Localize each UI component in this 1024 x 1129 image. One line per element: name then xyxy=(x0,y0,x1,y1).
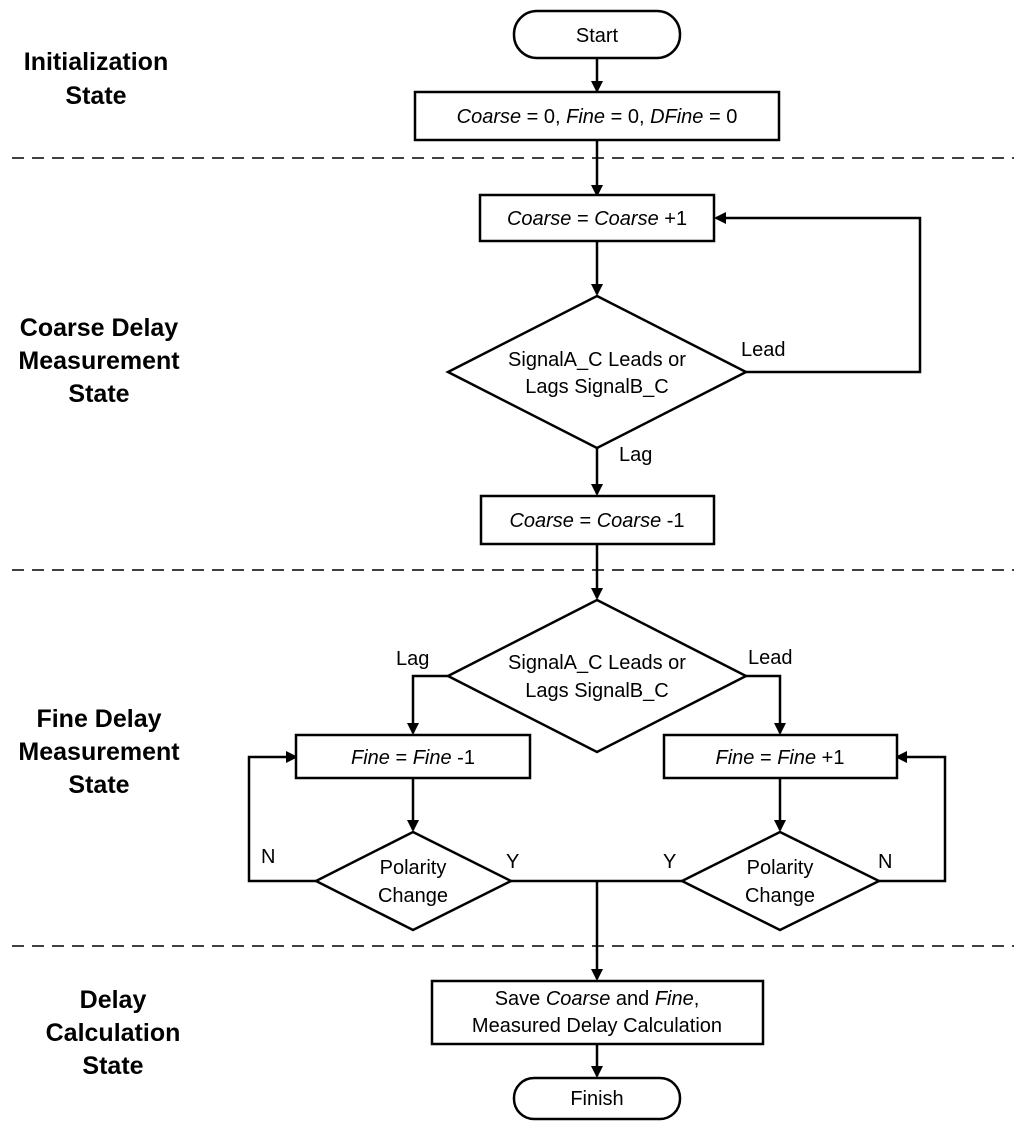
edge-polarity-left-n-loop xyxy=(247,751,316,883)
edge-label-d1-lag: Lag xyxy=(619,444,652,466)
edge-label-pr-n: N xyxy=(878,851,892,873)
state-label-line: Delay xyxy=(80,986,147,1014)
fine-decrement-label: Fine = Fine -1 xyxy=(351,747,475,769)
state-label-line: State xyxy=(65,82,126,110)
decision-line: Lags SignalB_C xyxy=(525,376,668,398)
state-label-delay-calculation: Delay Calculation State xyxy=(46,986,181,1080)
state-label-line: Coarse Delay xyxy=(20,314,179,342)
save-line-1: Save Coarse and Fine, xyxy=(495,988,700,1010)
decision-line: SignalA_C Leads or xyxy=(508,652,686,674)
coarse-increment-box: Coarse = Coarse +1 xyxy=(478,193,716,243)
decision-line: Polarity xyxy=(747,857,814,879)
state-label-line: Measurement xyxy=(18,347,180,375)
start-terminal: Start xyxy=(512,9,682,60)
state-label-line: State xyxy=(82,1052,143,1080)
save-line-2: Measured Delay Calculation xyxy=(472,1015,722,1037)
state-label-line: Fine Delay xyxy=(36,705,161,733)
decision-line: Lags SignalB_C xyxy=(525,680,668,702)
fine-increment-label: Fine = Fine +1 xyxy=(716,747,845,769)
start-label: Start xyxy=(576,25,619,47)
edge-label-pl-n: N xyxy=(261,846,275,868)
decision-line: SignalA_C Leads or xyxy=(508,349,686,371)
state-label-line: Measurement xyxy=(18,738,180,766)
coarse-decrement-label: Coarse = Coarse -1 xyxy=(509,510,684,532)
init-label: Coarse = 0, Fine = 0, DFine = 0 xyxy=(457,106,738,128)
polarity-change-left: Polarity Change xyxy=(313,830,514,932)
state-label-line: Calculation xyxy=(46,1019,181,1047)
decision-lead-lag-fine: SignalA_C Leads or Lags SignalB_C xyxy=(445,598,749,754)
coarse-decrement-box: Coarse = Coarse -1 xyxy=(479,494,716,546)
edge-decision2-lag xyxy=(407,674,448,735)
decision-line: Polarity xyxy=(380,857,447,879)
edge-polarity-right-n-loop xyxy=(879,751,947,883)
save-calculation-box: Save Coarse and Fine, Measured Delay Cal… xyxy=(430,979,765,1046)
state-label-line: Initialization xyxy=(24,48,168,76)
edge-decision2-lead xyxy=(746,674,786,735)
polarity-change-right: Polarity Change xyxy=(679,830,882,932)
finish-terminal: Finish xyxy=(512,1076,682,1121)
edge-label-d2-lead: Lead xyxy=(748,647,793,669)
state-label-fine-delay: Fine Delay Measurement State xyxy=(18,705,180,799)
decision-line: Change xyxy=(378,885,448,907)
state-label-coarse-delay: Coarse Delay Measurement State xyxy=(18,314,180,408)
edge-label-d1-lead: Lead xyxy=(741,339,786,361)
edge-label-d2-lag: Lag xyxy=(396,648,429,670)
state-label-line: State xyxy=(68,771,129,799)
state-label-initialization: Initialization State xyxy=(24,48,168,110)
fine-increment-box: Fine = Fine +1 xyxy=(662,733,899,780)
decision-line: Change xyxy=(745,885,815,907)
fine-decrement-box: Fine = Fine -1 xyxy=(294,733,532,780)
edge-decision1-lead-loop xyxy=(714,212,922,374)
decision-lead-lag-coarse: SignalA_C Leads or Lags SignalB_C xyxy=(445,294,749,450)
state-label-line: State xyxy=(68,380,129,408)
init-process-box: Coarse = 0, Fine = 0, DFine = 0 xyxy=(413,90,781,142)
edge-label-pr-y: Y xyxy=(663,851,676,873)
finish-label: Finish xyxy=(570,1088,623,1110)
edge-label-pl-y: Y xyxy=(506,851,519,873)
coarse-increment-label: Coarse = Coarse +1 xyxy=(507,208,687,230)
